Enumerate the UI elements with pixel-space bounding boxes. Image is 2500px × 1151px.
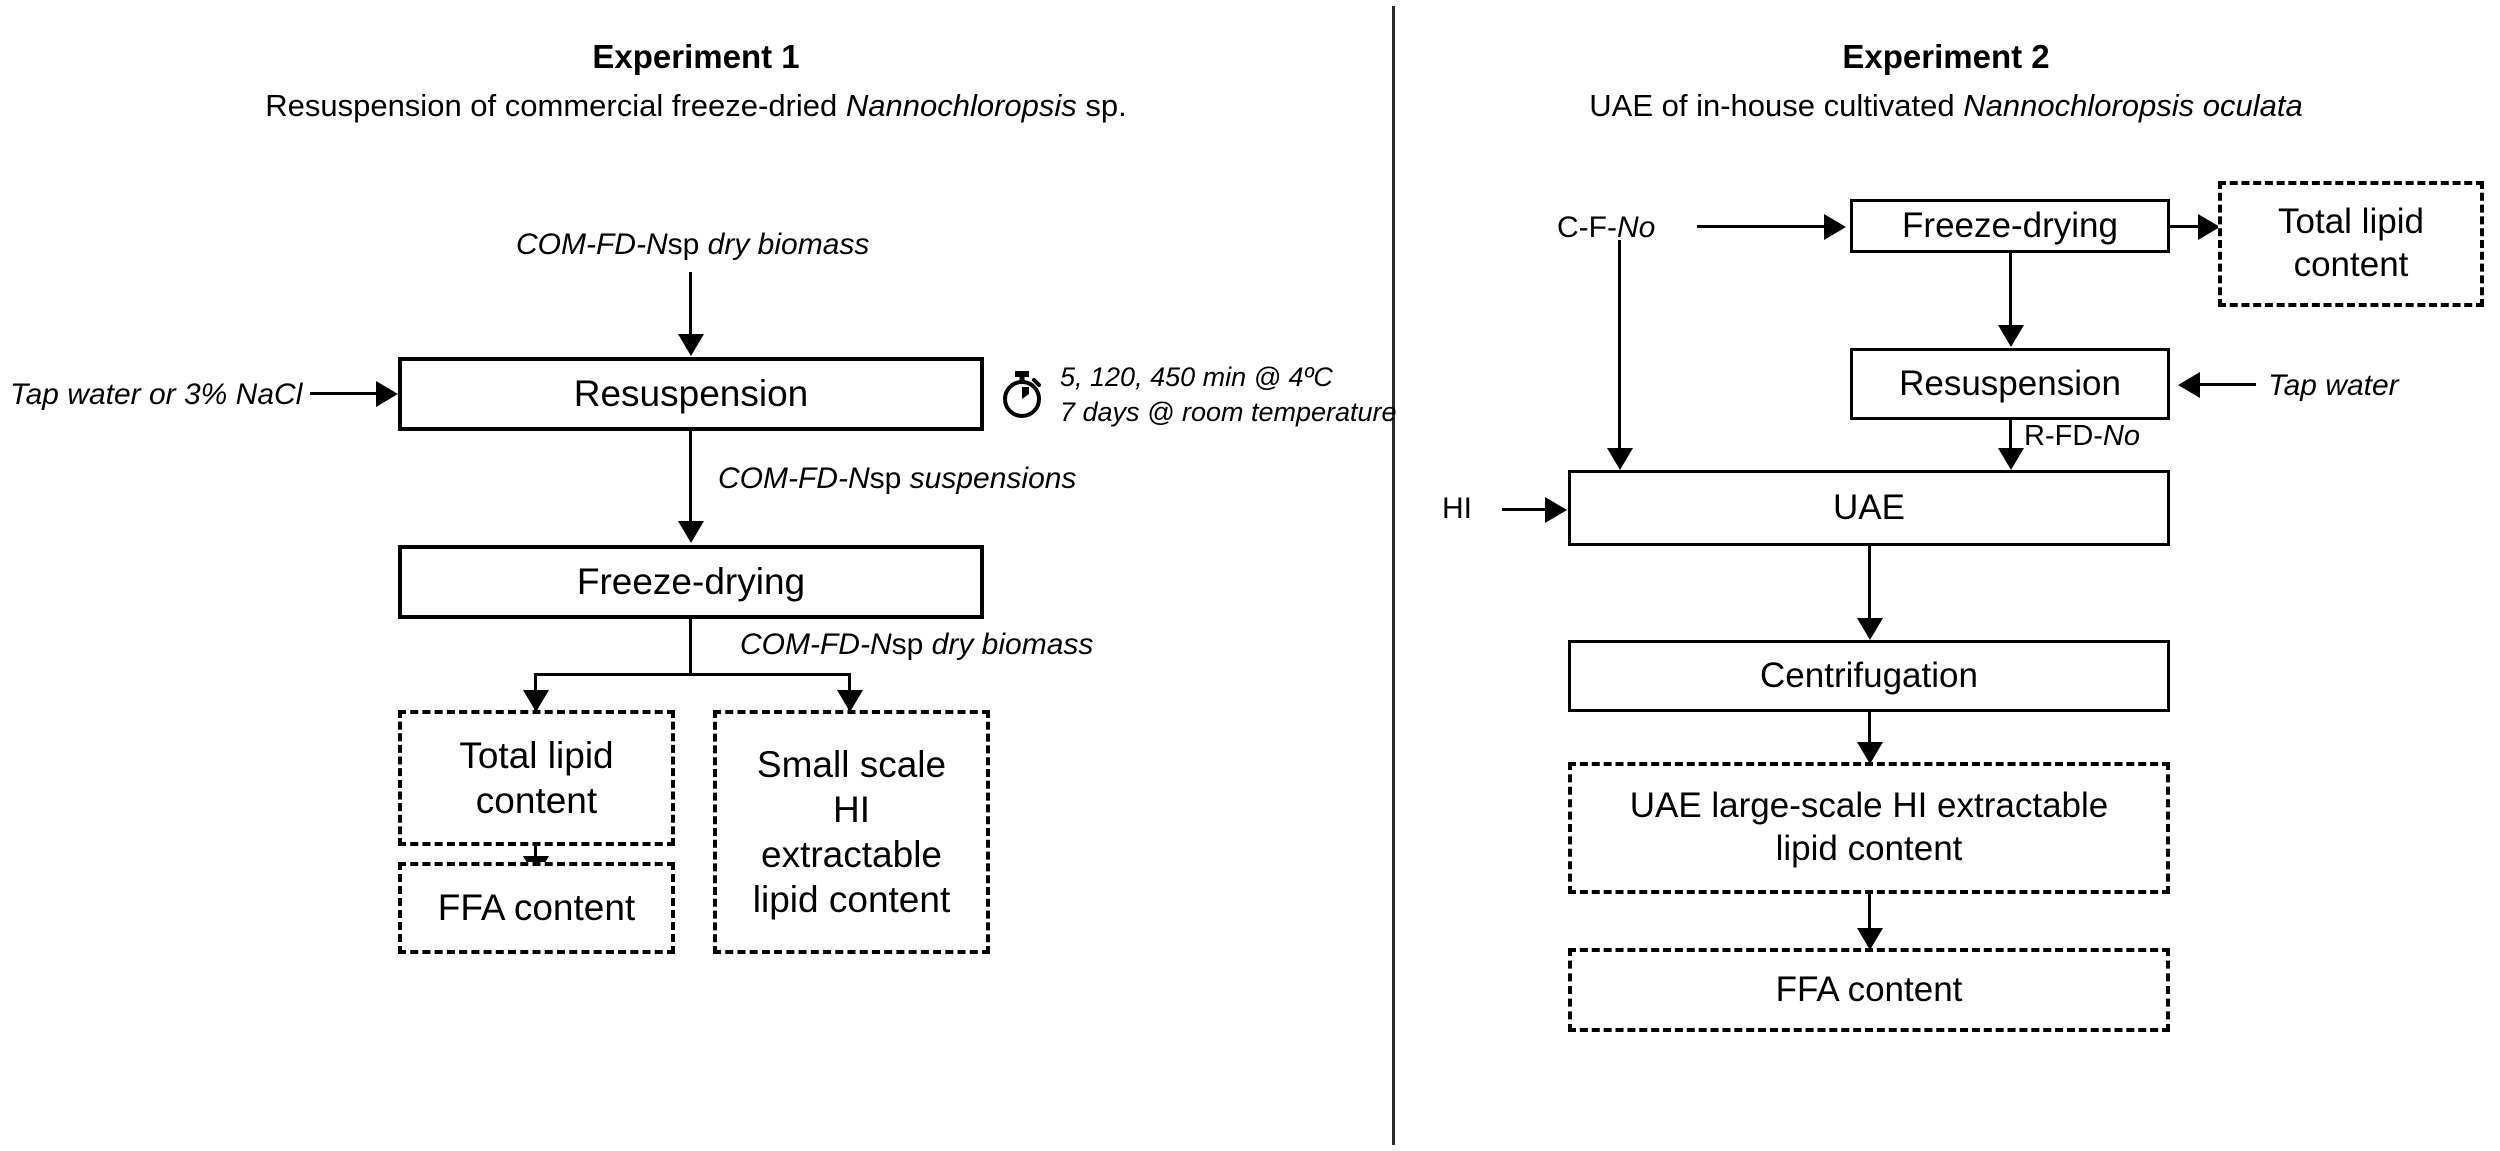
connector-hi-to-uae	[1502, 508, 1550, 511]
experiment-2-subtitle: UAE of in-house cultivated Nannochlorops…	[1392, 88, 2500, 124]
connector-freezedrying-to-total-lipid	[2170, 225, 2202, 228]
subtitle-text-post: sp.	[1076, 88, 1127, 123]
node-total-lipid-content[interactable]: Total lipid content	[2218, 181, 2484, 307]
connector-biomass-to-resuspension	[689, 272, 692, 336]
node-resuspension[interactable]: Resuspension	[398, 357, 984, 431]
arrowhead-uae-to-centrifugation	[1857, 618, 1883, 640]
connector-cfno-to-freezedrying	[1697, 225, 1827, 228]
node-resuspension[interactable]: Resuspension	[1850, 348, 2170, 420]
label-part-pre: COM-FD-N	[740, 628, 892, 661]
node-resuspension-label: Resuspension	[1899, 364, 2121, 404]
node-ffa-content-label: FFA content	[437, 887, 636, 929]
label-part-pre: R-FD-	[2024, 420, 2103, 452]
node-total-lipid-content-label: Total lipid content	[459, 734, 614, 821]
label-part-mid: sp	[891, 628, 924, 661]
experiment-1-subtitle: Resuspension of commercial freeze-dried …	[0, 88, 1392, 124]
panel-divider	[1392, 6, 1395, 1145]
subtitle-species-italic: Nannochloropsis oculata	[1963, 88, 2303, 123]
tap-water-nacl-text: Tap water or 3% NaCl	[10, 378, 303, 411]
label-part-pre: C-F-	[1557, 211, 1617, 244]
edge-label-tap-water: Tap water	[2268, 369, 2399, 403]
arrowhead-freezedrying-to-total-lipid	[2198, 214, 2220, 240]
arrowhead-resuspension-to-uae	[1998, 448, 2024, 470]
connector-centrifugation-to-uae-large-scale	[1868, 712, 1871, 758]
node-freeze-drying-label: Freeze-drying	[1902, 206, 2118, 246]
arrowhead-tapwater-to-resuspension	[2178, 372, 2200, 398]
arrowhead-freezedrying-to-resuspension	[1998, 325, 2024, 347]
connector-resuspension-to-freezedrying	[689, 431, 692, 523]
node-small-scale-hi-label: Small scale HI extractable lipid content	[752, 743, 951, 921]
connector-resuspension-to-uae	[2009, 420, 2012, 464]
connector-tapwater-to-resuspension	[2198, 383, 2256, 386]
connector-freezedrying-stem	[689, 619, 692, 675]
subtitle-text-pre: UAE of in-house cultivated	[1589, 88, 1964, 123]
panel-experiment-1: Experiment 1 Resuspension of commercial …	[0, 38, 1397, 954]
node-centrifugation[interactable]: Centrifugation	[1568, 640, 2170, 712]
node-total-lipid-content[interactable]: Total lipid content	[398, 710, 675, 846]
arrowhead-cfno-to-freezedrying	[1824, 214, 1846, 240]
panel-experiment-2: Experiment 2 UAE of in-house cultivated …	[1392, 0, 2500, 1151]
tap-water-text: Tap water	[2268, 369, 2399, 402]
edge-label-hi: HI	[1442, 492, 1472, 526]
node-ffa-content[interactable]: FFA content	[1568, 948, 2170, 1032]
arrowhead-nacl-to-resuspension	[376, 381, 398, 407]
node-resuspension-label: Resuspension	[573, 373, 809, 415]
connector-uae-large-scale-to-ffa	[1868, 894, 1871, 942]
edge-label-com-fd-nsp-dry-biomass-top: COM-FD-Nsp dry biomass	[516, 228, 869, 262]
arrowhead-biomass-to-resuspension	[678, 334, 704, 356]
edge-label-tap-water-or-nacl: Tap water or 3% NaCl	[10, 378, 302, 412]
node-small-scale-hi-extractable[interactable]: Small scale HI extractable lipid content	[713, 710, 990, 954]
node-centrifugation-label: Centrifugation	[1760, 656, 1978, 696]
arrowhead-hi-to-uae	[1545, 497, 1567, 523]
experiment-2-title: Experiment 2	[1842, 38, 2050, 75]
connector-freezedrying-to-resuspension	[2009, 253, 2012, 329]
stopwatch-icon	[996, 368, 1048, 420]
label-part-italic: No	[1616, 211, 1656, 244]
arrowhead-centrifugation-to-uae-large-scale	[1857, 742, 1883, 764]
node-freeze-drying-label: Freeze-drying	[576, 561, 806, 603]
hi-text: HI	[1442, 492, 1472, 525]
node-freeze-drying[interactable]: Freeze-drying	[1850, 199, 2170, 253]
label-part-post: dry biomass	[923, 628, 1094, 661]
edge-label-com-fd-nsp-suspensions: COM-FD-Nsp suspensions	[718, 462, 1076, 496]
arrowhead-to-total-lipid	[523, 690, 549, 712]
arrowhead-uae-large-scale-to-ffa	[1857, 928, 1883, 950]
label-part-post: suspensions	[901, 462, 1077, 495]
node-ffa-content[interactable]: FFA content	[398, 862, 675, 954]
timer-note-line-2: 7 days @ room temperature	[1060, 396, 1397, 427]
connector-cfno-to-uae	[1618, 240, 1621, 452]
edge-label-r-fd-no: R-FD-No	[2024, 420, 2140, 453]
label-part-italic: No	[2102, 420, 2140, 452]
experiment-1-title: Experiment 1	[592, 38, 800, 75]
connector-freezedrying-split	[534, 673, 851, 676]
subtitle-text-pre: Resuspension of commercial freeze-dried	[265, 88, 846, 123]
connector-nacl-to-resuspension	[310, 392, 380, 395]
subtitle-species-italic: Nannochloropsis	[845, 88, 1077, 123]
node-ffa-content-label: FFA content	[1775, 969, 1963, 1009]
edge-label-com-fd-nsp-dry-biomass-lower: COM-FD-Nsp dry biomass	[740, 628, 1093, 662]
arrowhead-resuspension-to-freezedrying	[678, 521, 704, 543]
node-uae-large-scale-label: UAE large-scale HI extractable lipid con…	[1629, 786, 2109, 868]
label-part-pre: COM-FD-N	[718, 462, 870, 495]
label-part-mid: sp	[869, 462, 902, 495]
label-part-post: dry biomass	[699, 228, 870, 261]
node-total-lipid-content-label: Total lipid content	[2278, 202, 2424, 284]
node-uae[interactable]: UAE	[1568, 470, 2170, 546]
edge-label-c-f-no: C-F-No	[1557, 211, 1655, 245]
node-uae-label: UAE	[1833, 488, 1905, 528]
node-freeze-drying[interactable]: Freeze-drying	[398, 545, 984, 619]
timer-note: 5, 120, 450 min @ 4ºC 7 days @ room temp…	[1060, 360, 1397, 429]
connector-uae-to-centrifugation	[1868, 546, 1871, 622]
node-uae-large-scale-extractable[interactable]: UAE large-scale HI extractable lipid con…	[1568, 762, 2170, 894]
arrowhead-to-small-scale-hi	[837, 690, 863, 712]
label-part-mid: sp	[667, 228, 700, 261]
label-part-pre: COM-FD-N	[516, 228, 668, 261]
timer-note-line-1: 5, 120, 450 min @ 4ºC	[1060, 362, 1333, 392]
arrowhead-cfno-to-uae	[1607, 448, 1633, 470]
